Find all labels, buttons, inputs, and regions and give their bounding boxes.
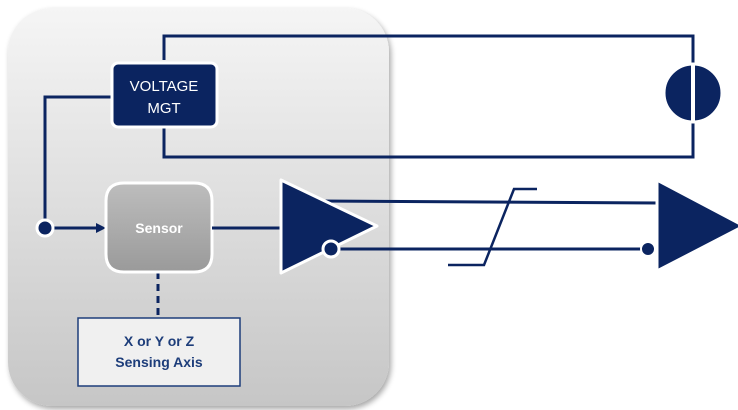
sensing-axis-box [77, 317, 241, 387]
supply-wire [43, 95, 112, 228]
voltage-mgt-label-line2: MGT [147, 100, 180, 117]
receiver-node-icon [640, 241, 656, 257]
differential-line-upper [319, 199, 661, 205]
sensor-label: Sensor [135, 220, 183, 236]
sensor-input-arrow-icon [96, 223, 106, 233]
receiver-triangle-icon [655, 178, 738, 273]
hysteresis-step-icon [448, 187, 537, 267]
buffer-inverting-node-icon [321, 239, 341, 259]
input-node-icon [35, 218, 55, 238]
voltage-mgt-block [110, 61, 219, 129]
load-symbol-icon [662, 62, 724, 124]
sensing-axis-label-line2: Sensing Axis [115, 354, 203, 370]
sensor-block [104, 181, 214, 274]
voltage-mgt-label-line1: VOLTAGE [130, 78, 199, 95]
sensing-axis-label-line1: X or Y or Z [124, 333, 195, 349]
